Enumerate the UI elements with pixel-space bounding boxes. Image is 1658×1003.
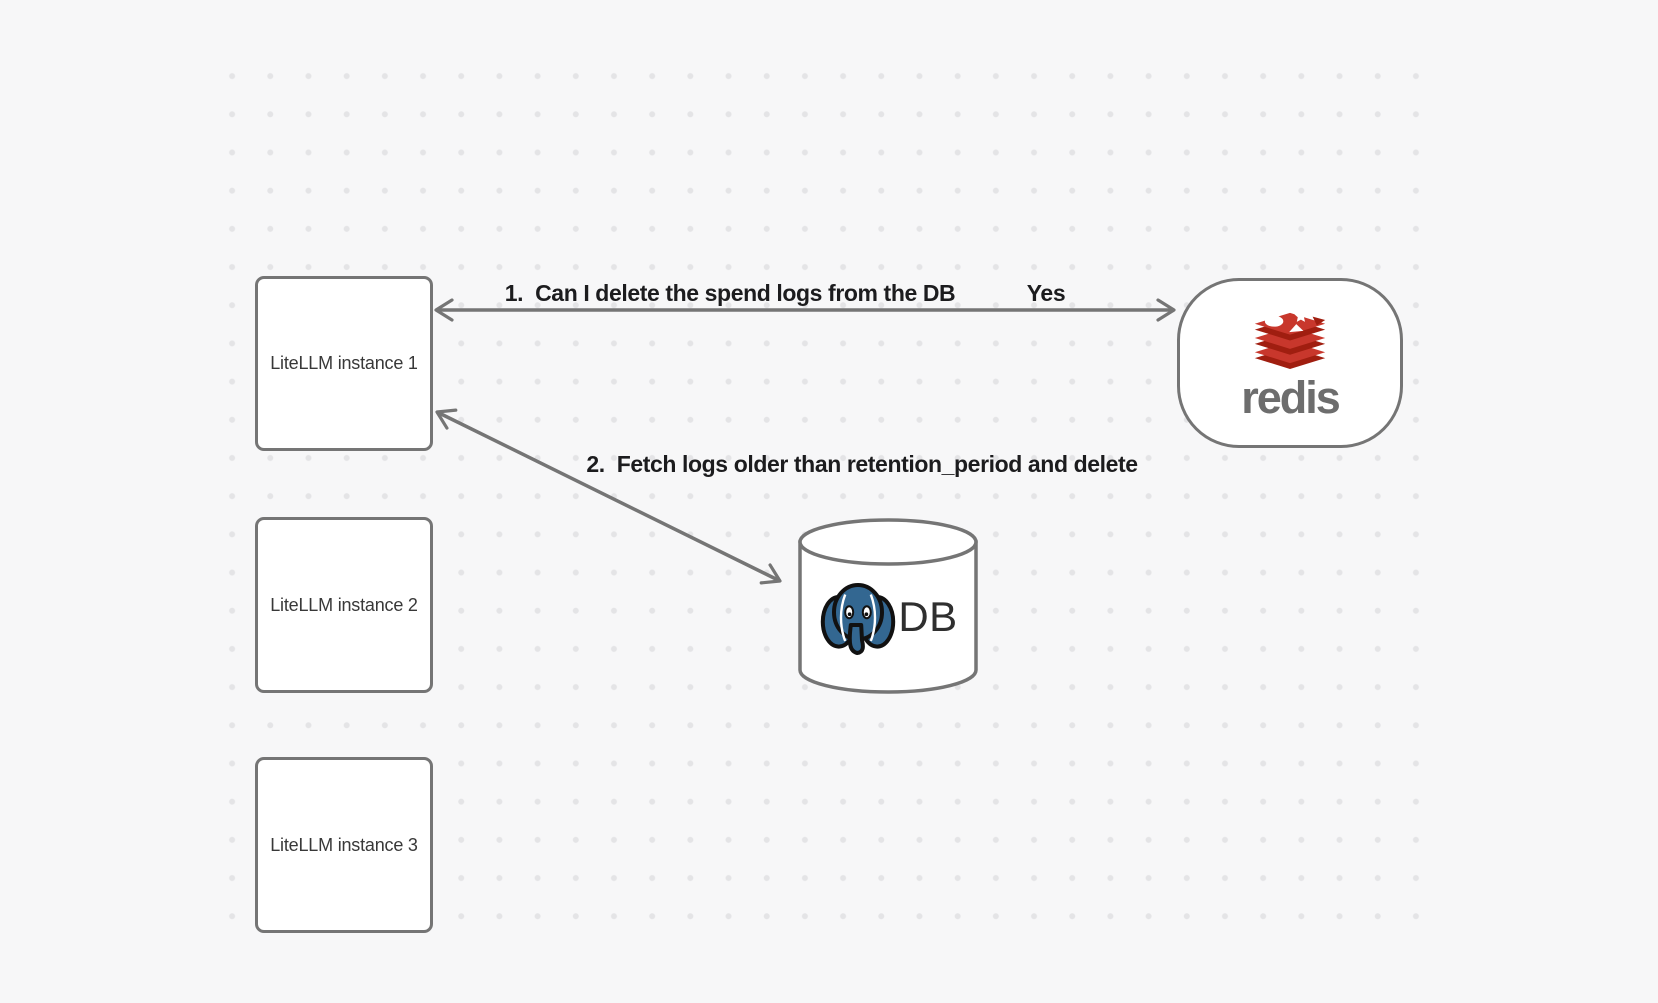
node-label: LiteLLM instance 3 [270, 834, 418, 855]
db-label: DB [898, 593, 958, 640]
node-litellm-instance-1: LiteLLM instance 1 [255, 276, 433, 451]
edge-label-2: 2. Fetch logs older than retention_perio… [586, 451, 1138, 477]
redis-logo-icon [1254, 309, 1326, 369]
node-litellm-instance-2: LiteLLM instance 2 [255, 517, 433, 693]
node-label: LiteLLM instance 2 [270, 594, 418, 615]
redis-wordmark: redis [1241, 371, 1341, 423]
node-db: DB [797, 517, 979, 696]
edge-label-1: 1. Can I delete the spend logs from the … [504, 280, 956, 306]
node-label: LiteLLM instance 1 [270, 353, 418, 373]
node-litellm-instance-3: LiteLLM instance 3 [255, 757, 433, 933]
node-redis: redis [1177, 278, 1403, 448]
postgresql-elephant-icon [821, 583, 896, 655]
db-content: DB [797, 575, 979, 659]
edge-label-yes: Yes [1026, 280, 1066, 306]
